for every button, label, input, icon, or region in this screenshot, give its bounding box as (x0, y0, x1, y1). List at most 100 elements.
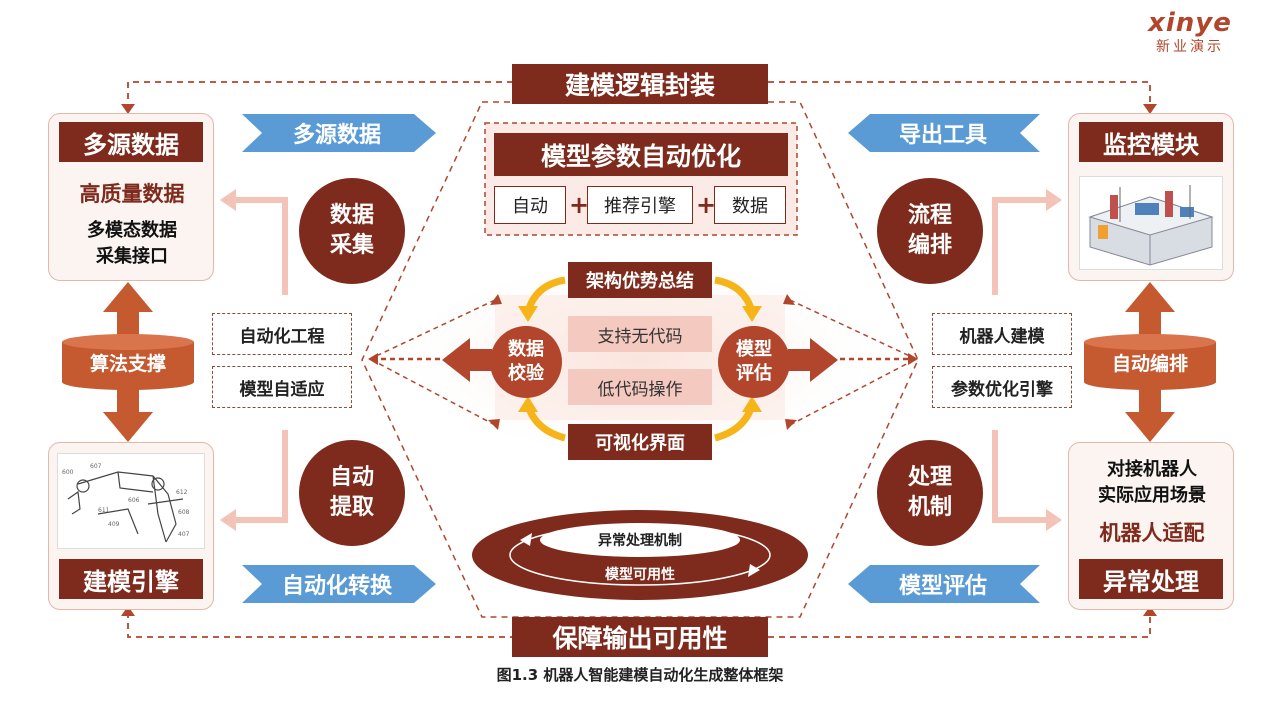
panel-header-monitoring: 监控模块 (1079, 122, 1223, 162)
arrow-head-top-right (1143, 104, 1157, 114)
yellow-head-4 (742, 396, 762, 412)
ring-inner-label: 异常处理机制 (598, 533, 682, 549)
ring-arrow-1 (520, 533, 532, 546)
svg-text:608: 608 (178, 509, 190, 516)
arrow-head-bottom-left (121, 606, 135, 616)
panel-multi-source-data: 多源数据 高质量数据 多模态数据 采集接口 (48, 113, 214, 281)
blue-label-export-tool: 导出工具 (898, 123, 987, 148)
blue-arrow-bottom-left (242, 565, 436, 603)
left-pink-connectors (232, 197, 288, 523)
right-thick-arrow (788, 338, 838, 382)
circle-auto-extract: 自动提取 (299, 440, 405, 546)
logo-wordmark: xinye (1148, 8, 1232, 38)
application-scenario-label: 实际应用场景 (1098, 485, 1206, 506)
bottom-banner: 保障输出可用性 (512, 617, 768, 657)
bottom-ring (472, 510, 808, 600)
tag-automation-engineering: 自动化工程 (212, 313, 352, 355)
circle-process-mechanism: 处理机制 (877, 440, 983, 546)
yellow-head-1 (518, 306, 538, 322)
svg-text:600: 600 (62, 469, 74, 476)
node-model-eval-line2: 评估 (736, 363, 772, 384)
high-quality-data-label: 高质量数据 (79, 182, 185, 206)
feature-low-code: 低代码操作 (568, 369, 712, 405)
robot-adaptation-label: 机器人适配 (1099, 521, 1205, 545)
circle-flow-line2: 编排 (907, 233, 952, 258)
robot-arm-icon: 600 607 612 608 606 409 407 611 (62, 463, 190, 543)
svg-text:409: 409 (108, 521, 120, 528)
svg-text:611: 611 (98, 507, 110, 514)
collection-interface-label: 采集接口 (96, 246, 168, 267)
panel-header-exception: 异常处理 (1079, 559, 1223, 599)
arch-title: 架构优势总结 (568, 262, 712, 298)
arrow-head-bottom-right (1143, 606, 1157, 616)
circle-data-collection-line2: 采集 (329, 233, 374, 258)
dash-head-3 (783, 294, 795, 305)
tag-robot-modeling: 机器人建模 (932, 313, 1072, 355)
node-data-validation-line2: 校验 (508, 363, 544, 384)
dash-head-5 (368, 353, 378, 365)
opt-title: 模型参数自动优化 (494, 133, 788, 176)
machine-icon (1088, 185, 1214, 266)
figure-caption: 图1.3 机器人智能建模自动化生成整体框架 (496, 666, 784, 684)
panel-header-multi-source: 多源数据 (59, 122, 203, 162)
circle-auto-extract-line1: 自动 (329, 465, 374, 490)
pink-arrow-head-3 (1046, 189, 1062, 211)
opt-item-recommend: 推荐引擎 (587, 186, 693, 224)
dash-head-1 (490, 294, 502, 305)
panel-modeling-engine: 600 607 612 608 606 409 407 611 建模引擎 (48, 442, 214, 610)
logo: xinye 新业演示 (1140, 8, 1240, 56)
tag-model-adaptive: 模型自适应 (212, 366, 352, 408)
circle-process-line1: 处理 (907, 465, 952, 490)
yellow-head-2 (518, 396, 538, 412)
circle-flow-line1: 流程 (907, 203, 952, 228)
right-pink-connectors (992, 197, 1050, 523)
right-cylinder (1084, 334, 1216, 390)
node-model-eval: 模型评估 (718, 326, 790, 398)
circle-flow-orchestrate: 流程编排 (877, 178, 983, 284)
svg-text:407: 407 (178, 531, 190, 538)
circle-process-line2: 机制 (907, 495, 952, 520)
algorithm-support-label: 算法支撑 (89, 352, 166, 375)
dash-head-6 (908, 353, 918, 365)
blue-label-model-eval: 模型评估 (898, 574, 987, 599)
multimodal-data-label: 多模态数据 (87, 220, 177, 241)
blue-arrow-bottom-right (848, 565, 1040, 603)
tag-param-opt-engine: 参数优化引擎 (932, 366, 1072, 408)
center-dashed-arrows (371, 299, 915, 426)
yellow-head-3 (742, 306, 762, 322)
svg-text:612: 612 (176, 489, 188, 496)
svg-text:606: 606 (128, 497, 140, 504)
panel-header-modeling-engine: 建模引擎 (59, 559, 203, 599)
circle-data-collection-line1: 数据 (329, 203, 374, 228)
plus-sign-2: + (696, 191, 717, 219)
blue-label-auto-convert: 自动化转换 (281, 574, 392, 599)
logo-subtitle: 新业演示 (1156, 39, 1224, 55)
svg-text:607: 607 (90, 463, 102, 470)
outer-dashed-loop (127, 81, 1151, 638)
ring-arrow-2 (748, 564, 760, 577)
pink-arrow-head-2 (220, 509, 236, 531)
top-banner: 建模逻辑封装 (512, 64, 768, 104)
left-thick-arrow (442, 338, 492, 382)
plus-sign-1: + (569, 191, 590, 219)
center-hexagon (361, 101, 919, 618)
equipment-image (1079, 176, 1223, 270)
node-data-validation-line1: 数据 (508, 339, 544, 360)
feature-no-code: 支持无代码 (568, 316, 712, 352)
opt-item-data: 数据 (714, 186, 786, 224)
circle-auto-extract-line2: 提取 (329, 495, 374, 520)
panel-exception-handling: 对接机器人 实际应用场景 机器人适配 异常处理 (1068, 442, 1234, 610)
circle-data-collection: 数据采集 (299, 178, 405, 284)
pink-arrow-head-1 (220, 189, 236, 211)
pink-arrow-head-4 (1046, 509, 1062, 531)
node-model-eval-line1: 模型 (736, 339, 772, 360)
arrow-head-top-left (121, 104, 135, 114)
dash-head-2 (488, 419, 500, 430)
robot-arm-drawing: 600 607 612 608 606 409 407 611 (57, 453, 205, 549)
visual-interface: 可视化界面 (568, 424, 712, 460)
blue-arrow-top-left (242, 114, 436, 152)
panel-monitoring-module: 监控模块 (1068, 113, 1234, 281)
dash-head-4 (785, 419, 797, 430)
left-cylinder (62, 334, 194, 390)
opt-item-auto: 自动 (494, 186, 566, 224)
